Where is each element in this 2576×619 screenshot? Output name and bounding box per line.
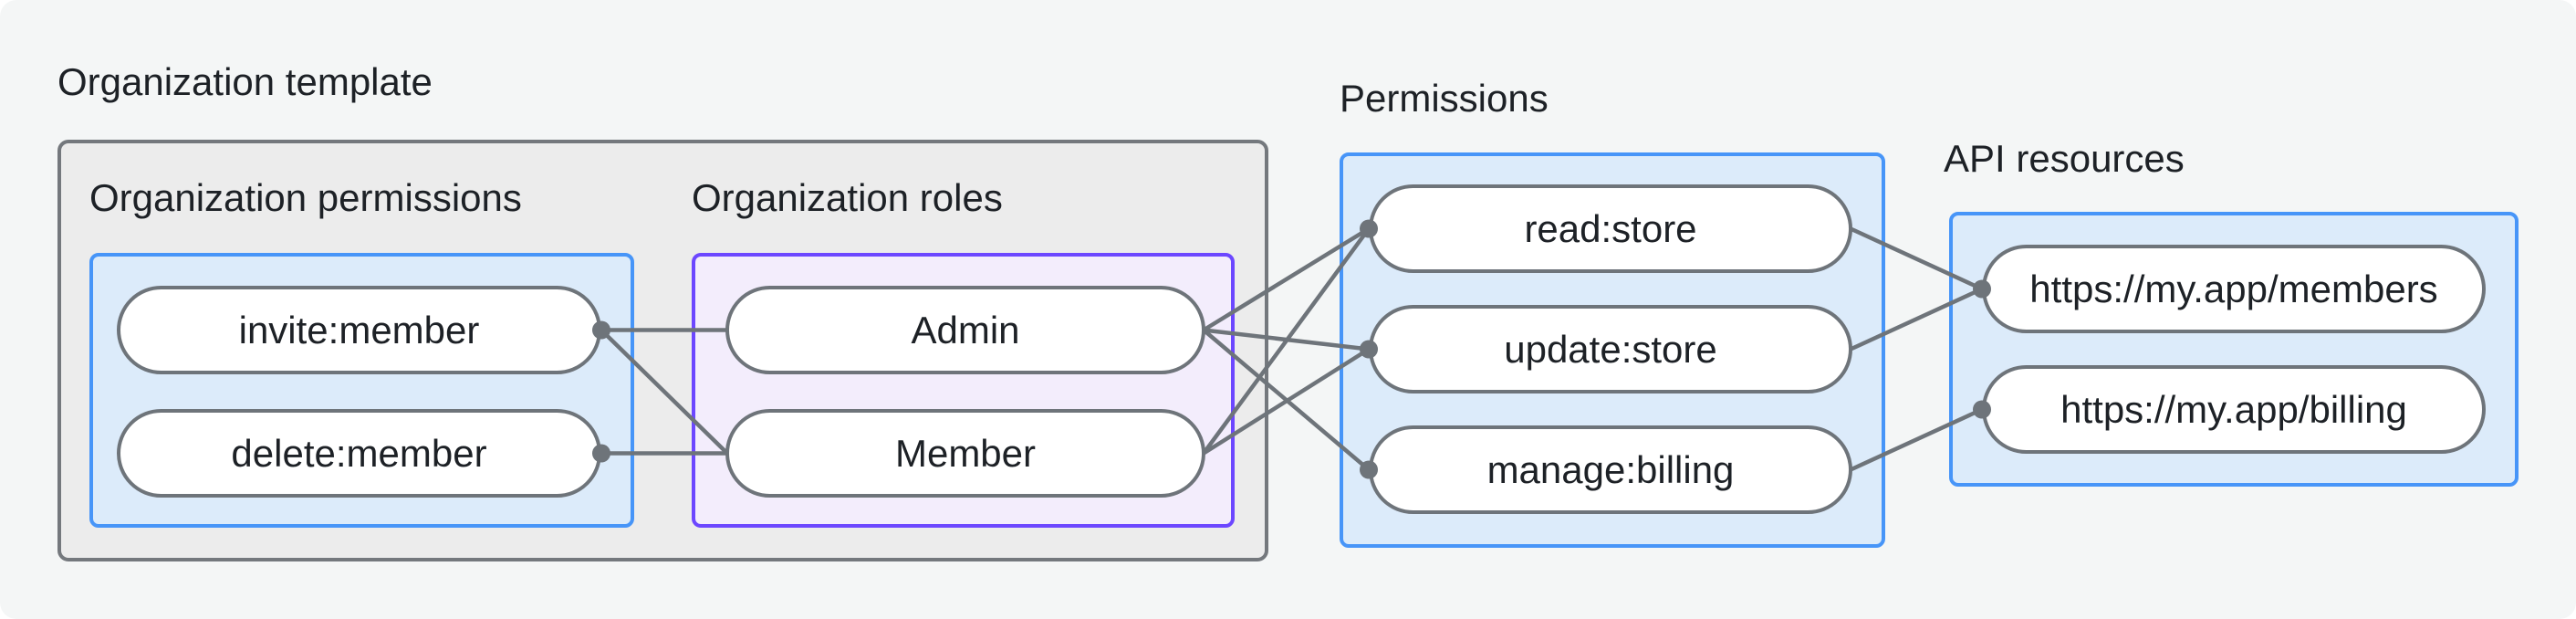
node-update-store: update:store [1369,305,1852,393]
permissions-label: Permissions [1340,77,1549,120]
node-my-app-members: https://my.app/members [1982,245,2486,333]
node-my-app-billing: https://my.app/billing [1982,365,2486,454]
node-invite-member: invite:member [117,286,601,374]
node-admin: Admin [725,286,1205,374]
api-resources-label: API resources [1944,137,2185,180]
node-member: Member [725,409,1205,498]
node-delete-member: delete:member [117,409,601,498]
organization-permissions-label: Organization permissions [89,176,522,219]
node-read-store: read:store [1369,184,1852,273]
node-manage-billing: manage:billing [1369,425,1852,514]
organization-roles-label: Organization roles [692,176,1003,219]
organization-template-label: Organization template [57,60,433,103]
